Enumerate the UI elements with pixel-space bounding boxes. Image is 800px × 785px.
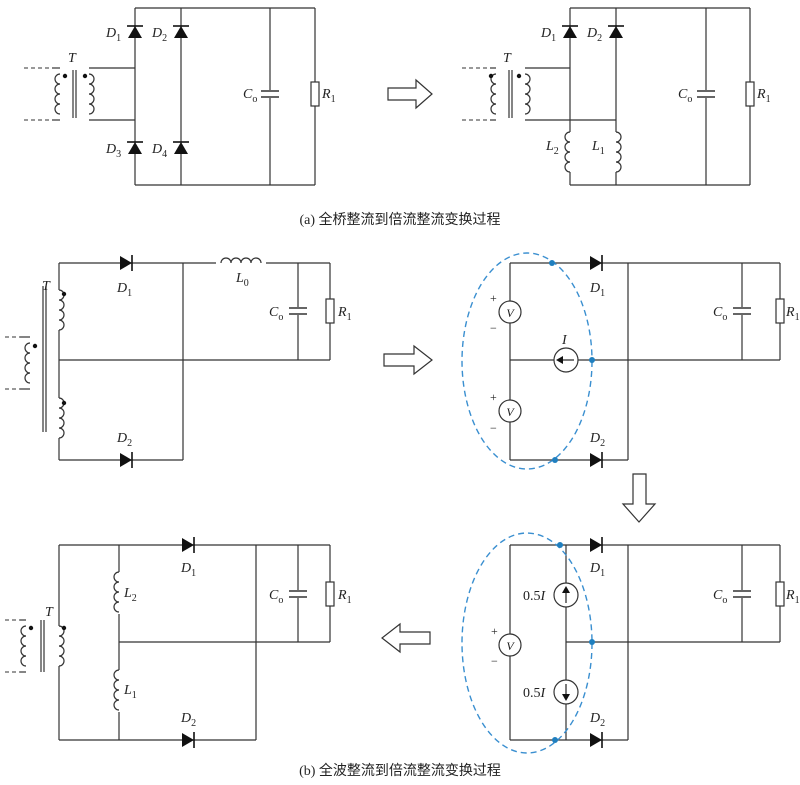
label-T: T [68, 51, 77, 66]
svg-text:L1: L1 [591, 139, 605, 157]
arrow-right-a [387, 78, 433, 110]
svg-text:V: V [506, 306, 515, 320]
arrow-left [381, 622, 431, 654]
svg-text:−: − [490, 421, 497, 435]
svg-text:D2: D2 [116, 431, 132, 449]
svg-text:Co: Co [678, 87, 692, 105]
svg-text:−: − [490, 321, 497, 335]
svg-text:D2: D2 [151, 26, 167, 44]
fullbridge-circuit: T D1 D2 D3 D4 Co R1 [24, 7, 336, 186]
svg-text:D4: D4 [151, 142, 167, 160]
svg-text:D1: D1 [589, 561, 605, 579]
svg-text:D1: D1 [180, 561, 196, 579]
svg-text:D1: D1 [589, 281, 605, 299]
diode-D3-a [126, 141, 144, 155]
currentdoubler-circuit-a: T D1 D2 L2 L1 Co R1 [462, 7, 771, 186]
svg-text:+: + [491, 624, 498, 638]
svg-text:Co: Co [713, 305, 727, 323]
svg-text:D2: D2 [180, 711, 196, 729]
svg-text:L0: L0 [235, 271, 249, 289]
svg-text:I: I [561, 333, 568, 348]
svg-text:V: V [506, 405, 515, 419]
svg-text:D3: D3 [105, 142, 121, 160]
svg-text:L2: L2 [545, 139, 559, 157]
svg-text:−: − [491, 654, 498, 668]
svg-text:D2: D2 [589, 711, 605, 729]
transformer-T-a-left: T [24, 51, 135, 121]
svg-text:R1: R1 [756, 87, 771, 105]
svg-text:L1: L1 [123, 683, 137, 701]
svg-text:0.5I: 0.5I [523, 686, 547, 701]
resistor-R1-a [310, 81, 320, 107]
svg-text:V: V [506, 639, 515, 653]
svg-text:D2: D2 [586, 26, 602, 44]
svg-text:T: T [45, 605, 54, 620]
svg-text:D1: D1 [105, 26, 121, 44]
caption-b: (b) 全波整流到倍流整流变换过程 [299, 762, 501, 779]
svg-text:0.5I: 0.5I [523, 589, 547, 604]
svg-text:Co: Co [713, 588, 727, 606]
svg-text:+: + [490, 291, 497, 305]
svg-text:+: + [490, 390, 497, 404]
svg-text:L2: L2 [123, 586, 137, 604]
svg-text:D1: D1 [540, 26, 556, 44]
svg-text:R1: R1 [785, 305, 800, 323]
fullwave-circuit: T D1 D2 L0 Co R1 [5, 254, 352, 469]
svg-text:Co: Co [269, 588, 283, 606]
svg-text:D2: D2 [589, 431, 605, 449]
svg-text:R1: R1 [337, 305, 352, 323]
svg-text:Co: Co [243, 87, 257, 105]
svg-text:Co: Co [269, 305, 283, 323]
arrow-right-b [383, 344, 433, 376]
highlight-ellipse-2 [461, 532, 593, 754]
svg-text:T: T [42, 279, 51, 294]
svg-text:R1: R1 [337, 588, 352, 606]
arrow-down [621, 473, 657, 523]
equivalent-circuit-2: V + − 0.5I 0.5I D1 D2 Co R1 [461, 532, 800, 754]
equivalent-circuit-1: V V + − + − I D1 D2 Co R1 [461, 252, 800, 470]
svg-text:D1: D1 [116, 281, 132, 299]
svg-text:R1: R1 [321, 87, 336, 105]
diode-D2-a [172, 25, 190, 39]
svg-text:R1: R1 [785, 588, 800, 606]
diode-D4-a [172, 141, 190, 155]
svg-text:T: T [503, 51, 512, 66]
caption-a: (a) 全桥整流到倍流整流变换过程 [299, 211, 500, 228]
currentdoubler-circuit-b: T L2 L1 D1 D2 Co R1 [5, 536, 352, 749]
diode-D1-a [126, 25, 144, 39]
